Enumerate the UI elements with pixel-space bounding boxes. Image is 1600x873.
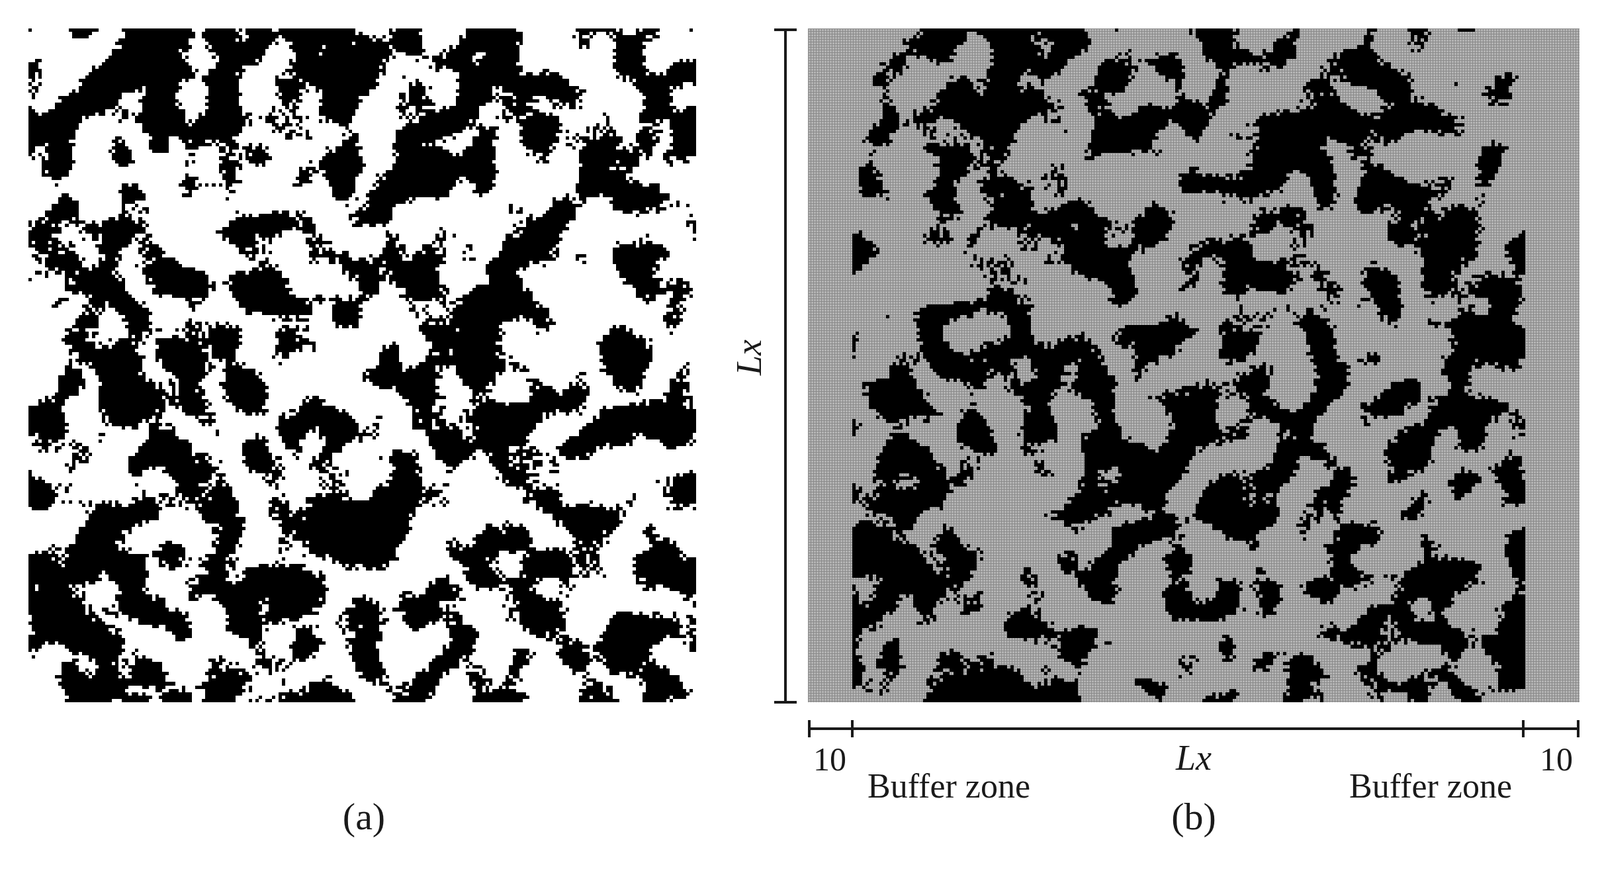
- dimension-tick: [1576, 719, 1580, 738]
- dimension-tick: [850, 719, 854, 738]
- dimension-value: 10: [1539, 733, 1573, 786]
- panel-label: (a): [342, 786, 386, 847]
- zone-label: Buffer zone: [866, 759, 1032, 814]
- dimension-label: Lx: [1175, 730, 1212, 787]
- dimension-tick: [807, 719, 811, 738]
- binary-field-a: [28, 28, 697, 703]
- dimension-value: 10: [813, 733, 847, 786]
- dimension-tick: [774, 700, 797, 704]
- dimension-label: Lx: [721, 339, 778, 376]
- dimension-tick: [774, 28, 797, 32]
- black-clusters: [852, 28, 1526, 703]
- horizontal-dimension-line: [809, 727, 1580, 730]
- binary-field-b: [852, 28, 1526, 703]
- dimension-bars: [774, 29, 1580, 738]
- mesh-ground: [807, 28, 1580, 703]
- dimension-tick: [1521, 719, 1525, 738]
- black-clusters: [28, 28, 697, 703]
- panel-label: (b): [1171, 786, 1217, 847]
- field-ground: [28, 28, 697, 703]
- zone-label: Buffer zone: [1347, 759, 1514, 814]
- vertical-dimension-line: [784, 29, 787, 703]
